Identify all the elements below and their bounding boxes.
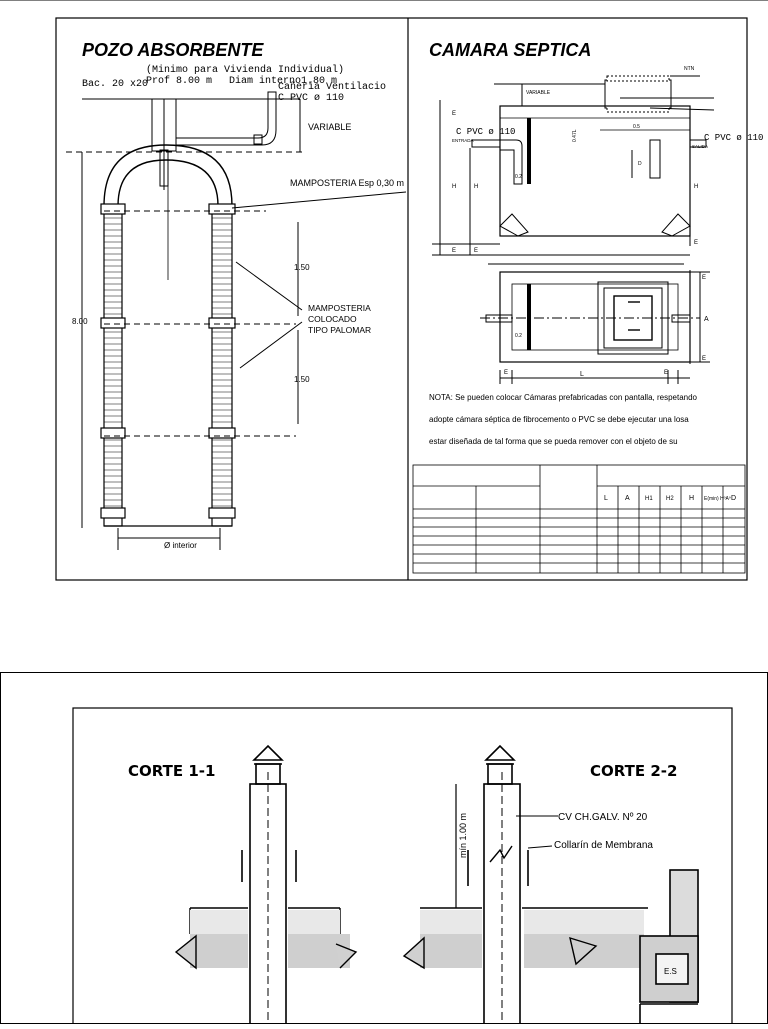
table-h-e: E(min) HºAº xyxy=(704,496,731,502)
technical-drawing-svg: POZO ABSORBENTE (Minimo para Vivienda In… xyxy=(0,0,768,581)
pozo-cpvc: C PVC ø 110 xyxy=(278,93,344,104)
pozo-caneria: Cañeria Ventilacio xyxy=(278,81,386,93)
table-h-l: L xyxy=(604,495,608,502)
drawing-sheet-top: POZO ABSORBENTE (Minimo para Vivienda In… xyxy=(0,0,768,581)
camara-h1: H xyxy=(452,184,456,190)
camara-e1: E xyxy=(452,111,456,117)
camara-a: A xyxy=(704,316,709,323)
pozo-prof: Prof 8.00 m xyxy=(146,75,212,87)
corte-2-label: CORTE 2-2 xyxy=(590,762,677,780)
frame xyxy=(55,17,748,581)
pozo-dim-150b: 1.50 xyxy=(294,375,310,384)
camara-h3: H xyxy=(694,184,698,190)
vent-pipe-1 xyxy=(241,744,297,1025)
camara-dim-02a: 0.2 xyxy=(515,174,522,180)
camara-d: D xyxy=(638,161,642,167)
camara-e6: E xyxy=(702,356,706,362)
pozo-palomar-1: MAMPOSTERIA xyxy=(308,303,371,313)
table-h-h: H xyxy=(689,495,694,502)
pozo-variable: VARIABLE xyxy=(308,122,351,132)
pozo-mamposteria-esp: MAMPOSTERIA Esp 0,30 m xyxy=(290,178,404,188)
camara-ntn-top: NTN xyxy=(684,66,695,72)
box-label: E.S xyxy=(664,967,677,976)
pozo-palomar-2: COLOCADO xyxy=(308,314,357,324)
pozo-dim-800: 8.00 xyxy=(72,317,88,326)
pozo-bac: Bac. 20 x20 xyxy=(82,79,148,90)
cv-label: CV CH.GALV. Nº 20 xyxy=(558,812,648,823)
parapet xyxy=(639,869,699,1024)
table-h-d: D xyxy=(731,495,736,502)
table-h-a: A xyxy=(625,495,630,502)
pozo-diam: Diam interno1.80 m xyxy=(229,75,337,87)
camara-variable: VARIABLE xyxy=(526,90,551,96)
camara-entrada: ENTRADA xyxy=(452,138,474,143)
pozo-subtitle: (Minimo para Vivienda Individual) xyxy=(146,64,344,76)
vent-pipe-2 xyxy=(467,744,529,1025)
camara-cpvc-left: C PVC ø 110 xyxy=(456,127,515,137)
table-h-h2: H2 xyxy=(666,496,674,502)
nota-line-2: adopte cámara séptica de fibrocemento o … xyxy=(429,415,689,424)
pozo-diam-interior: Ø interior xyxy=(164,541,197,550)
pozo-dim-150a: 1.50 xyxy=(294,263,310,272)
nota-line-3: estar diseñada de tal forma que se pueda… xyxy=(429,437,678,446)
roof-section-svg: CORTE 1-1 CORTE 2-2 mín 1.00 m xyxy=(0,671,768,1029)
drawing-sheet-bottom: CORTE 1-1 CORTE 2-2 mín 1.00 m xyxy=(0,671,768,1029)
corte-1-label: CORTE 1-1 xyxy=(128,762,215,780)
camara-e7: E xyxy=(504,370,508,376)
pozo-palomar-3: TIPO PALOMAR xyxy=(308,325,371,335)
nota-line-1: NOTA: Se pueden colocar Cámaras prefabri… xyxy=(429,393,698,402)
collarin-label: Collarín de Membrana xyxy=(554,840,653,851)
camara-dim-047: 0.47L xyxy=(572,129,578,142)
camara-cpvc-right: C PVC ø 110 xyxy=(704,133,763,143)
camara-salida: SALIDA xyxy=(692,144,708,149)
spec-table xyxy=(412,464,746,574)
camara-dim-05: 0.5 xyxy=(633,124,640,130)
camara-e4: E xyxy=(694,240,698,246)
camara-title: CAMARA SEPTICA xyxy=(429,40,591,60)
dim-min-100: mín 1.00 m xyxy=(458,813,468,858)
camara-e8: E xyxy=(664,370,668,376)
camara-dim-02b: 0.2 xyxy=(515,333,522,339)
camara-h2: H xyxy=(474,184,478,190)
camara-e5: E xyxy=(702,275,706,281)
camara-e3: E xyxy=(474,248,478,254)
camara-e2: E xyxy=(452,248,456,254)
camara-l: L xyxy=(580,371,584,378)
pozo-title: POZO ABSORBENTE xyxy=(82,40,264,60)
table-h-h1: H1 xyxy=(645,496,653,502)
